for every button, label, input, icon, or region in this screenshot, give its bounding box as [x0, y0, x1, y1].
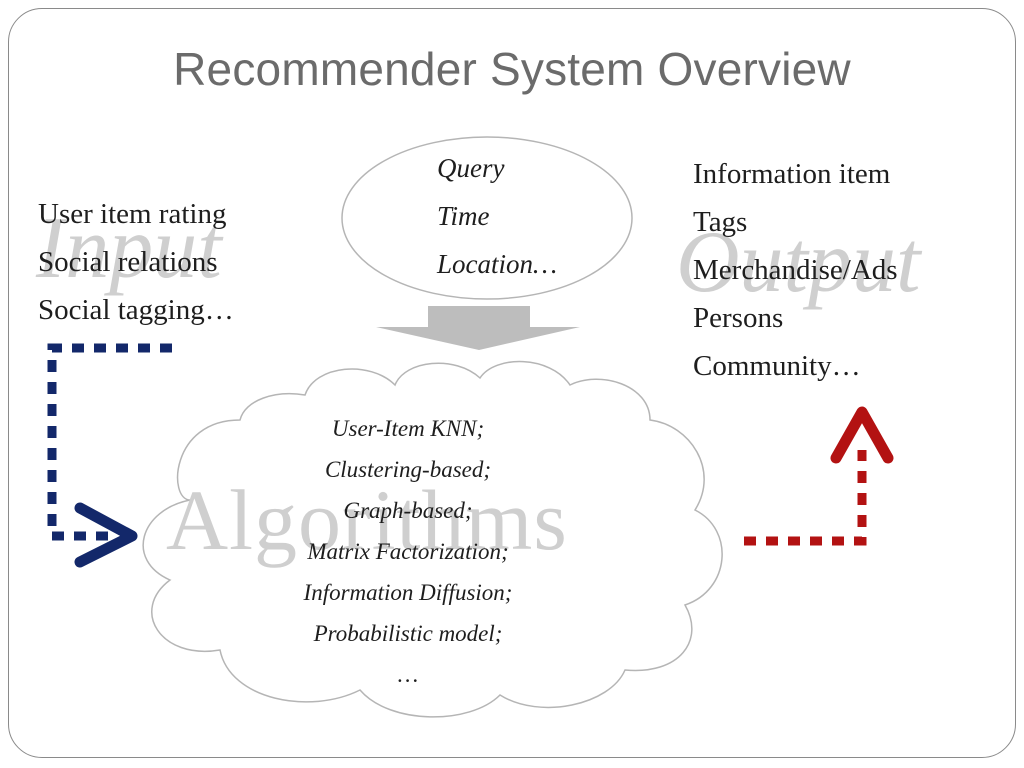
input-item: Social relations: [38, 246, 218, 278]
output-item: Information item: [693, 158, 891, 190]
output-item: Persons: [693, 302, 784, 334]
algorithm-item: Clustering-based;: [324, 457, 492, 482]
context-list: Query Time Location…: [437, 144, 557, 288]
context-item: Query: [437, 153, 505, 183]
input-watermark: Input: [36, 200, 222, 297]
output-item: Tags: [693, 206, 748, 238]
output-item: Community…: [693, 350, 861, 382]
algorithm-item: Probabilistic model;: [313, 621, 503, 646]
input-item: Social tagging…: [38, 294, 234, 326]
context-item: Time: [437, 201, 490, 231]
algorithm-list: User-Item KNN; Clustering-based; Graph-b…: [238, 408, 578, 695]
algorithm-item: Matrix Factorization;: [307, 539, 509, 564]
algorithms-cloud: [142, 360, 723, 718]
context-item: Location…: [437, 249, 558, 279]
output-watermark: Output: [676, 214, 921, 311]
input-arrow-head: [74, 502, 138, 568]
down-arrow: [376, 306, 580, 350]
input-item: User item rating: [38, 198, 227, 230]
algorithm-item: Graph-based;: [343, 498, 473, 523]
algorithm-item: User-Item KNN;: [331, 416, 485, 441]
output-dotted-connector: [744, 450, 867, 546]
output-arrow-head: [830, 406, 894, 464]
context-ellipse: [341, 136, 633, 300]
output-list: Information item Tags Merchandise/Ads Pe…: [693, 150, 898, 390]
algorithm-item: …: [397, 662, 419, 687]
output-item: Merchandise/Ads: [693, 254, 898, 286]
algorithms-watermark: Algorithms: [166, 472, 568, 568]
input-dotted-connector: [47, 343, 172, 541]
input-list: User item rating Social relations Social…: [38, 190, 234, 334]
algorithm-item: Information Diffusion;: [303, 580, 513, 605]
slide-title: Recommender System Overview: [173, 43, 851, 95]
